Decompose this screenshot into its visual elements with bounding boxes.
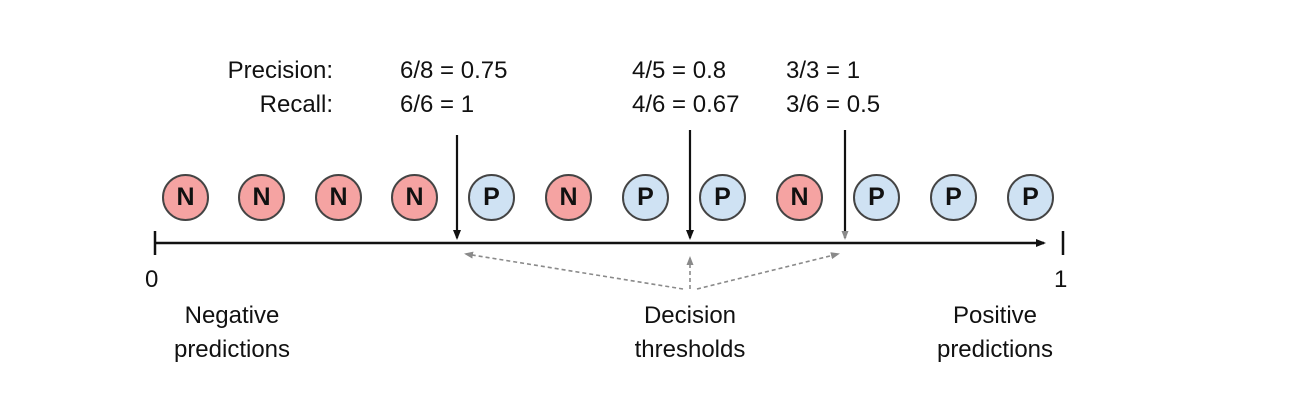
precision-value-1: 6/8 = 0.75: [400, 57, 508, 84]
recall-label: Recall:: [259, 91, 333, 118]
precision-label: Precision:: [227, 57, 333, 84]
prediction-circle: N: [162, 174, 209, 221]
prediction-circle: N: [391, 174, 438, 221]
precision-value-2: 4/5 = 0.8: [632, 57, 727, 84]
caption-line: thresholds: [634, 336, 746, 363]
prediction-circle: P: [1007, 174, 1054, 221]
dashed-pointer-left: [464, 251, 684, 290]
caption-line: Positive: [952, 302, 1038, 329]
recall-value-3: 3/6 = 0.5: [786, 91, 881, 118]
dashed-pointer-right: [696, 252, 840, 290]
recall-value-1: 6/6 = 1: [400, 91, 475, 118]
prediction-circle: N: [238, 174, 285, 221]
caption-line: predictions: [173, 336, 291, 363]
axis-min-label: 0: [145, 266, 159, 293]
prediction-circle: P: [853, 174, 900, 221]
prediction-circle: P: [622, 174, 669, 221]
positive-predictions-caption: Positive predictions: [910, 299, 1080, 367]
axis-max-label: 1: [1054, 266, 1068, 293]
caption-line: Decision: [643, 302, 737, 329]
precision-value-3: 3/3 = 1: [786, 57, 861, 84]
prediction-circle: P: [699, 174, 746, 221]
prediction-circle: N: [776, 174, 823, 221]
caption-line: Negative: [184, 302, 280, 329]
recall-value-2: 4/6 = 0.67: [632, 91, 740, 118]
prediction-circle: P: [468, 174, 515, 221]
prediction-circle: N: [315, 174, 362, 221]
prediction-circle: N: [545, 174, 592, 221]
caption-line: predictions: [936, 336, 1054, 363]
negative-predictions-caption: Negative predictions: [147, 299, 317, 367]
decision-thresholds-caption: Decision thresholds: [600, 299, 780, 367]
prediction-circle: P: [930, 174, 977, 221]
